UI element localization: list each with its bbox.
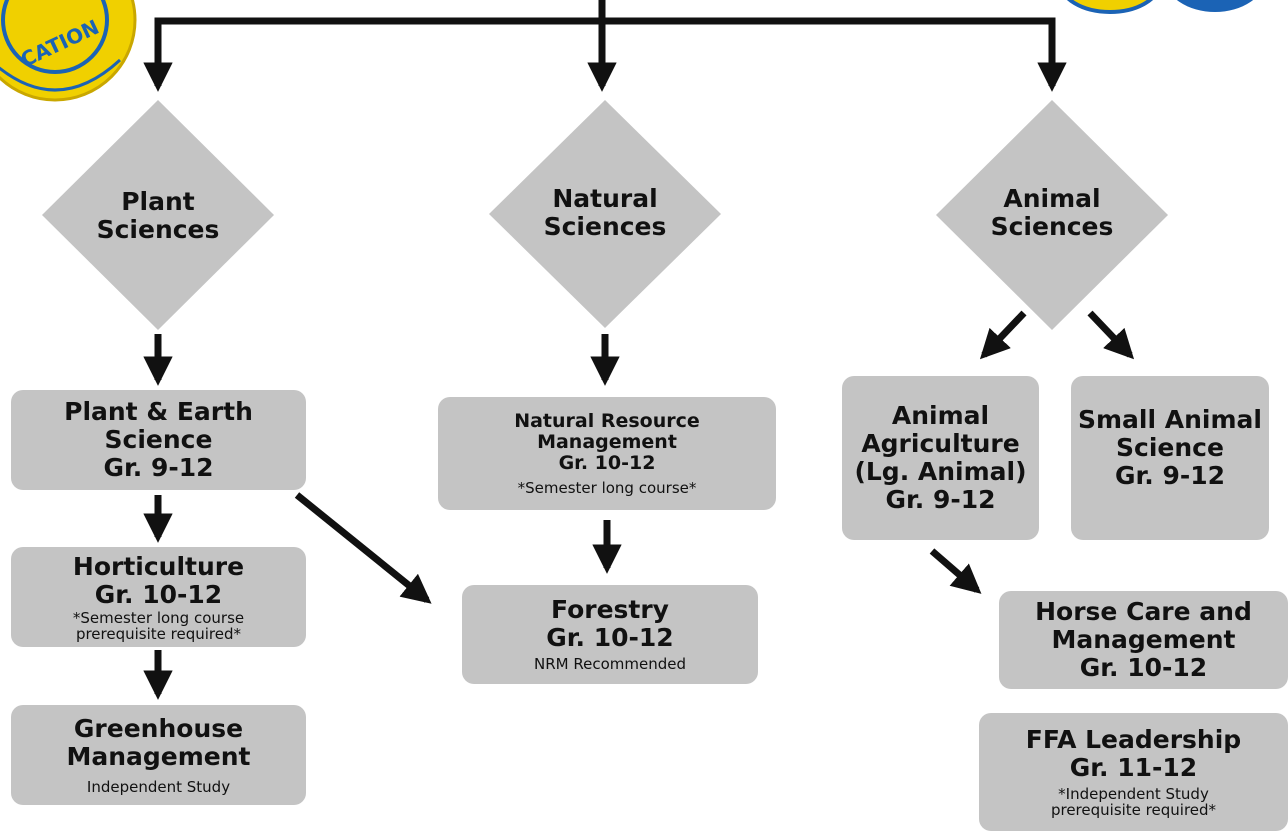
- course-animal-agriculture: Animal Agriculture (Lg. Animal) Gr. 9-12: [842, 376, 1039, 540]
- course-note: *Semester long course*: [517, 478, 697, 497]
- course-title: Horse Care and Management Gr. 10-12: [1035, 597, 1252, 682]
- course-small-animal-science: Small Animal Science Gr. 9-12: [1071, 376, 1269, 540]
- arrow-animal-ag-to-horse: [929, 548, 982, 594]
- course-title: Animal Agriculture (Lg. Animal) Gr. 9-12: [854, 401, 1027, 514]
- diamond-animal-sciences: [936, 100, 1168, 330]
- ffa-emblem-icon: CATION: [0, 0, 137, 102]
- arrow-animal-to-animal-ag: [979, 310, 1027, 360]
- course-forestry: Forestry Gr. 10-12 NRM Recommended: [462, 585, 758, 684]
- course-title: FFA Leadership Gr. 11-12: [1025, 725, 1242, 782]
- diamond-label-plant-sciences: Plant Sciences: [96, 187, 220, 244]
- course-note: *Independent Study prerequisite required…: [1050, 785, 1217, 819]
- course-horticulture: Horticulture Gr. 10-12 *Semester long co…: [11, 547, 306, 647]
- course-note: *Semester long course prerequisite requi…: [72, 608, 245, 643]
- ffa-badge-icon: [1066, 0, 1254, 14]
- course-greenhouse-management: Greenhouse Management Independent Study: [11, 705, 306, 805]
- course-title: Horticulture Gr. 10-12: [72, 551, 245, 609]
- course-title: Plant & Earth Science Gr. 9-12: [64, 397, 253, 482]
- diamond-natural-sciences: [489, 100, 721, 328]
- arrow-plant-earth-to-forestry: [294, 492, 432, 604]
- course-title: Natural Resource Management Gr. 10-12: [514, 409, 700, 474]
- course-note: NRM Recommended: [534, 655, 686, 673]
- course-note: Independent Study: [86, 777, 231, 796]
- diamond-plant-sciences: [42, 100, 274, 330]
- diamond-label-natural-sciences: Natural Sciences: [543, 184, 667, 241]
- diamond-label-animal-sciences: Animal Sciences: [990, 184, 1114, 241]
- course-title: Forestry Gr. 10-12: [546, 595, 674, 652]
- course-ffa-leadership: FFA Leadership Gr. 11-12 *Independent St…: [979, 713, 1288, 831]
- course-horse-care-management: Horse Care and Management Gr. 10-12: [999, 591, 1288, 689]
- course-title: Small Animal Science Gr. 9-12: [1078, 405, 1262, 490]
- course-natural-resource-management: Natural Resource Management Gr. 10-12 *S…: [438, 397, 776, 510]
- arrow-animal-to-small-animal: [1087, 310, 1135, 360]
- course-plant-earth-science: Plant & Earth Science Gr. 9-12: [11, 390, 306, 490]
- course-title: Greenhouse Management: [66, 713, 251, 771]
